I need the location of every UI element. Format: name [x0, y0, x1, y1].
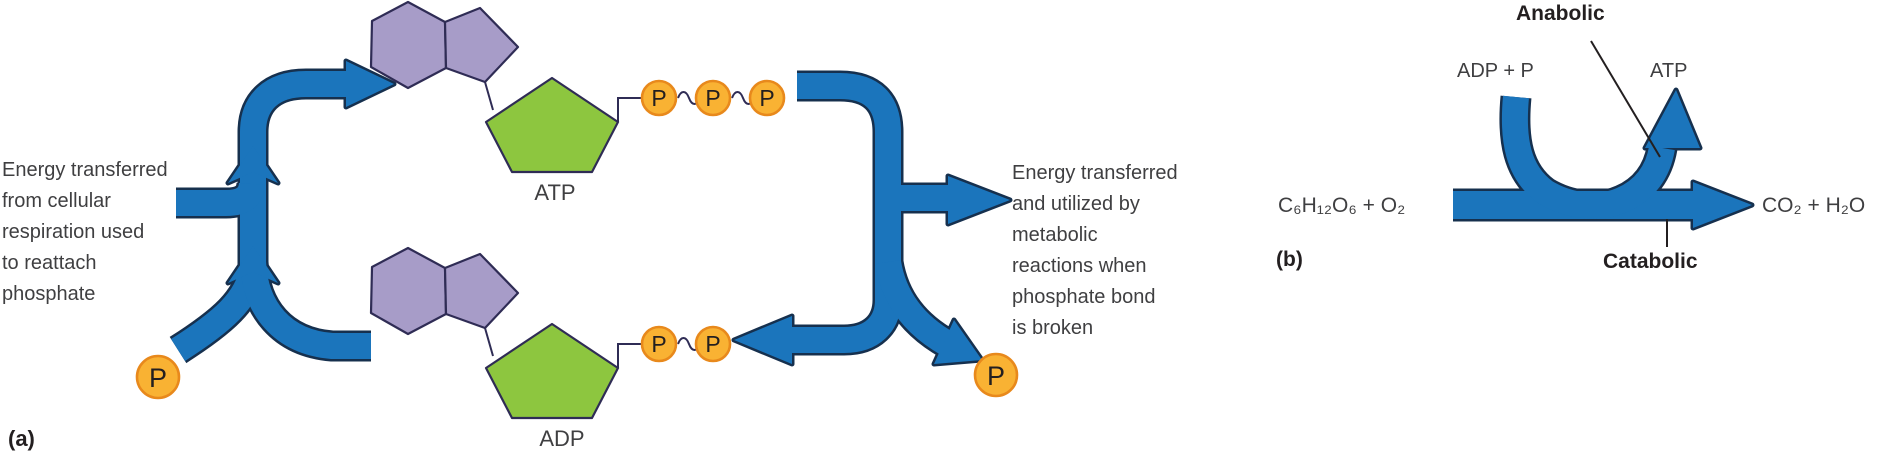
adenine-hexagon-icon: [369, 0, 448, 90]
adenine-ribose-bond: [484, 81, 494, 111]
ribose-phosphate-bond: [617, 343, 642, 368]
svg-text:P: P: [651, 85, 666, 111]
recharge-caption: Energy transferred from cellular respira…: [2, 159, 168, 305]
energy-release-arrow: [731, 70, 1013, 367]
svg-text:P: P: [759, 85, 774, 111]
adp-plus-p-label: ADP + P: [1457, 60, 1534, 82]
glucose-oxidation-arrow: [1453, 87, 1755, 231]
adenine-pentagon-icon: [443, 252, 520, 330]
phosphate-icon: P: [694, 79, 732, 117]
phosphate-icon: P: [640, 79, 678, 117]
anabolic-pointer-line: [1590, 40, 1661, 158]
anabolic-label: Anabolic: [1516, 2, 1605, 25]
svg-text:P: P: [651, 331, 666, 357]
adp-label: ADP: [539, 426, 585, 451]
free-phosphate-icon: P: [135, 354, 181, 400]
adenine-pentagon-icon: [443, 6, 520, 84]
adp-molecule: P P: [369, 246, 732, 420]
reactants-formula: C₆H₁₂O₆ + O₂: [1278, 194, 1406, 217]
ribose-pentagon-icon: [484, 76, 620, 174]
svg-text:P: P: [705, 85, 720, 111]
svg-text:P: P: [987, 361, 1005, 391]
panel-b-label: (b): [1276, 248, 1303, 271]
products-formula: CO₂ + H₂O: [1762, 194, 1866, 217]
ribose-phosphate-bond: [617, 97, 642, 122]
catabolic-label: Catabolic: [1603, 250, 1698, 273]
phosphate-icon: P: [640, 325, 678, 363]
free-phosphate-icon: P: [973, 352, 1019, 398]
atp-molecule: P P P: [369, 0, 786, 174]
atp-recharge-arrow: [169, 58, 397, 364]
adenine-hexagon-icon: [369, 246, 448, 336]
phosphate-icon: P: [748, 79, 786, 117]
atp-label: ATP: [534, 180, 576, 205]
svg-text:P: P: [705, 331, 720, 357]
release-caption: Energy transferred and utilized by metab…: [1012, 162, 1178, 339]
ribose-pentagon-icon: [484, 322, 620, 420]
svg-text:P: P: [149, 363, 167, 393]
phosphate-icon: P: [694, 325, 732, 363]
panel-a-label: (a): [8, 426, 35, 451]
atp-b-label: ATP: [1650, 60, 1688, 82]
adenine-ribose-bond: [484, 327, 494, 357]
